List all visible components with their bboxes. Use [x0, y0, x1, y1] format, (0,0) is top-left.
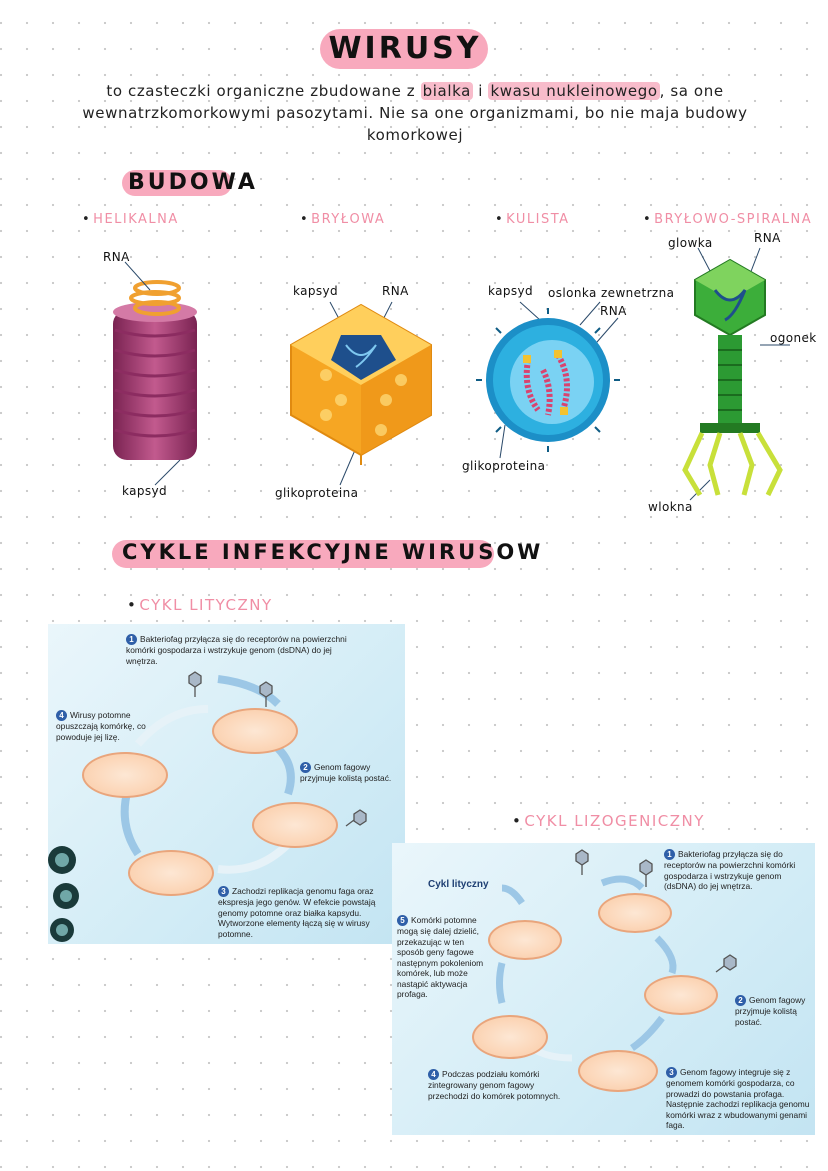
intro-text-3: , sa one wewnatrzkomorkowymi pasozytami.… [82, 82, 748, 144]
phage-rna-label: RNA [754, 231, 781, 245]
intro-text-2: i [472, 82, 489, 100]
lytic-cycle-label: •CYKL LITYCZNY [127, 596, 273, 614]
cykle-highlight [112, 540, 494, 568]
polyhedral-rna-label: RNA [382, 284, 409, 298]
lysogenic-cell-2 [644, 975, 718, 1015]
spherical-virus-illustration [476, 308, 620, 452]
type-kulista: •KULISTA [495, 212, 570, 227]
budowa-highlight [122, 170, 232, 196]
lytic-cell-3 [128, 850, 214, 896]
helical-virus-illustration [113, 280, 197, 460]
spherical-kapsyd-label: kapsyd [488, 284, 534, 298]
highlight-bialka: bialka [420, 82, 473, 100]
spherical-oslonka-label: oslonka zewnetrzna [548, 286, 675, 300]
polyhedral-kapsyd-label: kapsyd [293, 284, 339, 298]
phage-ogonek-label: ogonek [770, 331, 817, 345]
phage-glowka-label: glowka [668, 236, 713, 250]
lysogenic-cycle-label: •CYKL LIZOGENICZNY [512, 812, 705, 830]
phage-virus-illustration [682, 258, 783, 497]
polyhedral-glikoproteina-label: glikoproteina [275, 486, 359, 500]
lytic-cell-4 [82, 752, 168, 798]
lysogenic-cell-1 [598, 893, 672, 933]
page-title: WIRUSY [328, 31, 482, 66]
phage-wlokna-label: wlokna [648, 500, 693, 514]
cykle-heading: CYKLE INFEKCYJNE WIRUSOW [122, 540, 544, 564]
title-highlight [320, 29, 488, 69]
intro-paragraph: to czasteczki organiczne zbudowane z bia… [60, 80, 770, 146]
lysogenic-cell-4 [472, 1015, 548, 1059]
intro-text-1: to czasteczki organiczne zbudowane z [106, 82, 421, 100]
helical-kapsyd-label: kapsyd [122, 484, 168, 498]
helical-rna-label: RNA [103, 250, 130, 264]
spherical-glikoproteina-label: glikoproteina [462, 459, 546, 473]
lysogenic-cycle-arrows [496, 875, 677, 1062]
lytic-cell-2 [252, 802, 338, 848]
type-helikalna: •HELIKALNA [82, 212, 179, 227]
budowa-heading: BUDOWA [128, 170, 258, 195]
spherical-rna-label: RNA [600, 304, 627, 318]
type-brylowo-spiralna: •BRYŁOWO-SPIRALNA [643, 212, 813, 227]
highlight-kwas: kwasu nukleinowego [488, 82, 660, 100]
lysogenic-cell-3 [578, 1050, 658, 1092]
lytic-cell-1 [212, 708, 298, 754]
polyhedral-virus-illustration [290, 303, 432, 465]
type-brylowa: •BRYŁOWA [300, 212, 386, 227]
lysogenic-cell-5 [488, 920, 562, 960]
lysogenic-cykl-lityczny-label: Cykl lityczny [428, 879, 489, 890]
